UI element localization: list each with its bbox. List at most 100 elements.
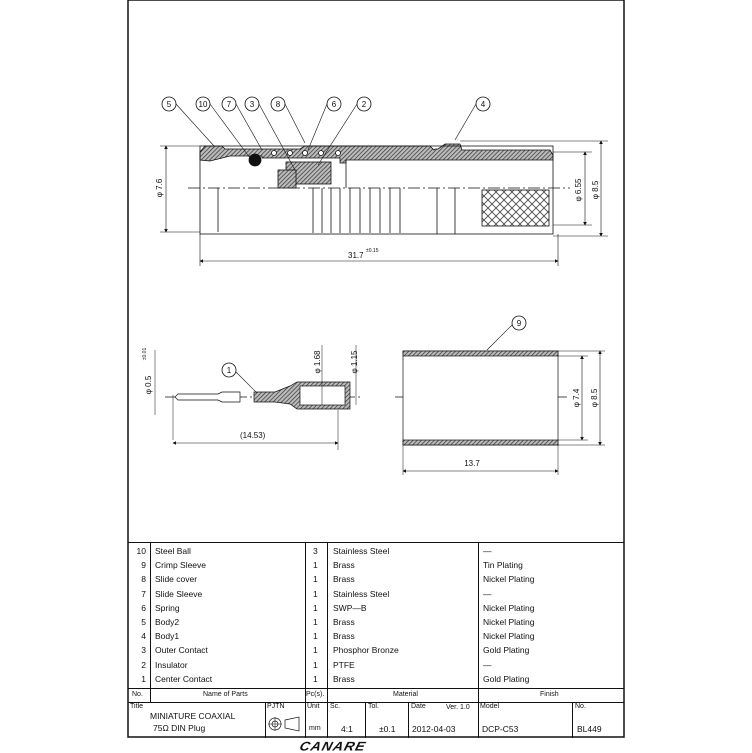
canare-logo: CANARE [298,738,368,753]
part-name: Slide Sleeve [155,588,203,599]
part-qty: 1 [313,659,318,670]
part-finish: Gold Plating [483,645,530,656]
svg-text:3: 3 [250,100,255,109]
dim-dia-1-15: φ 1.15 [350,350,359,374]
svg-text:5: 5 [167,100,172,109]
balloon-3: 3 [244,96,296,171]
header-no: No. [132,691,143,698]
dim-dia-8-5: φ 8.5 [590,388,599,407]
part-no: 1 [141,673,146,684]
part-name: Outer Contact [155,645,208,656]
title-line2: 75Ω DIN Plug [153,723,206,733]
balloon-1: 1 [221,362,258,394]
part-material: Brass [333,673,355,684]
part-no: 10 [136,546,146,556]
sheet-border [127,0,625,738]
part-qty: 1 [313,645,318,656]
dim-dia-0-5: φ 0.5 [144,375,153,394]
main-dimensions [160,140,608,266]
part-name: Body2 [155,617,180,627]
part-material: SWP—B [333,602,367,613]
svg-text:6: 6 [332,100,337,109]
balloon-2: 2 [317,96,372,166]
svg-text:8: 8 [276,100,281,109]
balloon-10: 10 [195,96,251,159]
part-no: 2 [141,659,146,670]
part-no: 7 [141,588,146,599]
model-value: DCP-C53 [482,724,519,734]
knurl-grip [481,189,550,227]
part-no: 3 [141,645,146,656]
main-balloons: 5 10 7 3 8 6 2 4 [161,96,491,171]
dim-length-13-7: 13.7 [464,459,480,468]
part-name: Steel Ball [155,546,191,556]
tol-value: ±0.1 [379,724,396,734]
dim-length-tolerance: ±0.15 [366,248,379,254]
part-qty: 1 [313,588,318,599]
drawing-no-value: BL449 [577,724,602,734]
unit-label: Unit [307,703,320,710]
balloon-5: 5 [161,96,215,147]
crimp-sleeve-view [395,350,605,475]
header-material: Material [393,691,418,698]
tol-label: Tol. [368,703,379,710]
drawing-no-label: No. [575,703,586,710]
part-no: 4 [141,631,146,642]
header-name: Name of Parts [203,691,248,698]
part-no: 9 [141,560,146,571]
part-material: Brass [333,631,355,642]
svg-text:1: 1 [227,366,232,375]
pjtn-label: PJTN [267,703,285,710]
part-name: Crimp Sleeve [155,560,207,571]
title-line1: MINIATURE COAXIAL [150,711,236,721]
part-no: 6 [141,602,146,613]
title-label: Title [130,703,143,710]
svg-text:10: 10 [199,100,208,109]
model-label: Model [480,703,500,710]
part-no: 5 [141,617,146,627]
part-qty: 1 [313,574,318,585]
projection-symbol-icon [268,716,300,732]
balloon-8: 8 [270,96,306,144]
header-finish: Finish [540,691,559,698]
part-finish: — [483,659,492,670]
dim-dia-0-5-tolerance: ±0.01 [142,348,148,361]
part-qty: 1 [313,602,318,613]
part-finish: Nickel Plating [483,617,535,627]
part-material: Stainless Steel [333,546,390,556]
scale-label: Sc. [330,703,341,710]
dim-length-14-53: (14.53) [240,431,266,440]
dim-dia-7-6: φ 7.6 [155,178,164,197]
part-material: PTFE [333,659,355,670]
part-finish: Nickel Plating [483,574,535,585]
part-name: Insulator [155,659,188,670]
unit-value: mm [309,725,321,732]
svg-text:2: 2 [362,100,367,109]
part-material: Phosphor Bronze [333,645,399,656]
part-material: Brass [333,617,355,627]
part-name: Spring [155,602,180,613]
part-qty: 1 [313,631,318,642]
svg-text:9: 9 [517,319,522,328]
date-label: Date [411,703,426,710]
center-contact-view [154,345,360,450]
main-assembly-view [188,143,570,235]
balloon-7: 7 [221,96,263,151]
part-name: Center Contact [155,673,213,684]
version: Ver. 1.0 [446,704,470,711]
spring-coils [271,150,341,156]
part-qty: 3 [313,546,318,556]
balloon-4: 4 [454,96,491,141]
scale-value: 4:1 [341,724,353,734]
balloon-6: 6 [307,96,342,151]
part-name: Body1 [155,631,180,642]
dim-dia-6-55: φ 6.55 [574,178,583,202]
dim-dia-1-68: φ 1.68 [313,350,322,374]
svg-text:7: 7 [227,100,232,109]
part-finish: Nickel Plating [483,631,535,642]
part-finish: Nickel Plating [483,602,535,613]
part-material: Brass [333,574,355,585]
part-qty: 1 [313,617,318,627]
outer-contact-section [277,169,297,189]
